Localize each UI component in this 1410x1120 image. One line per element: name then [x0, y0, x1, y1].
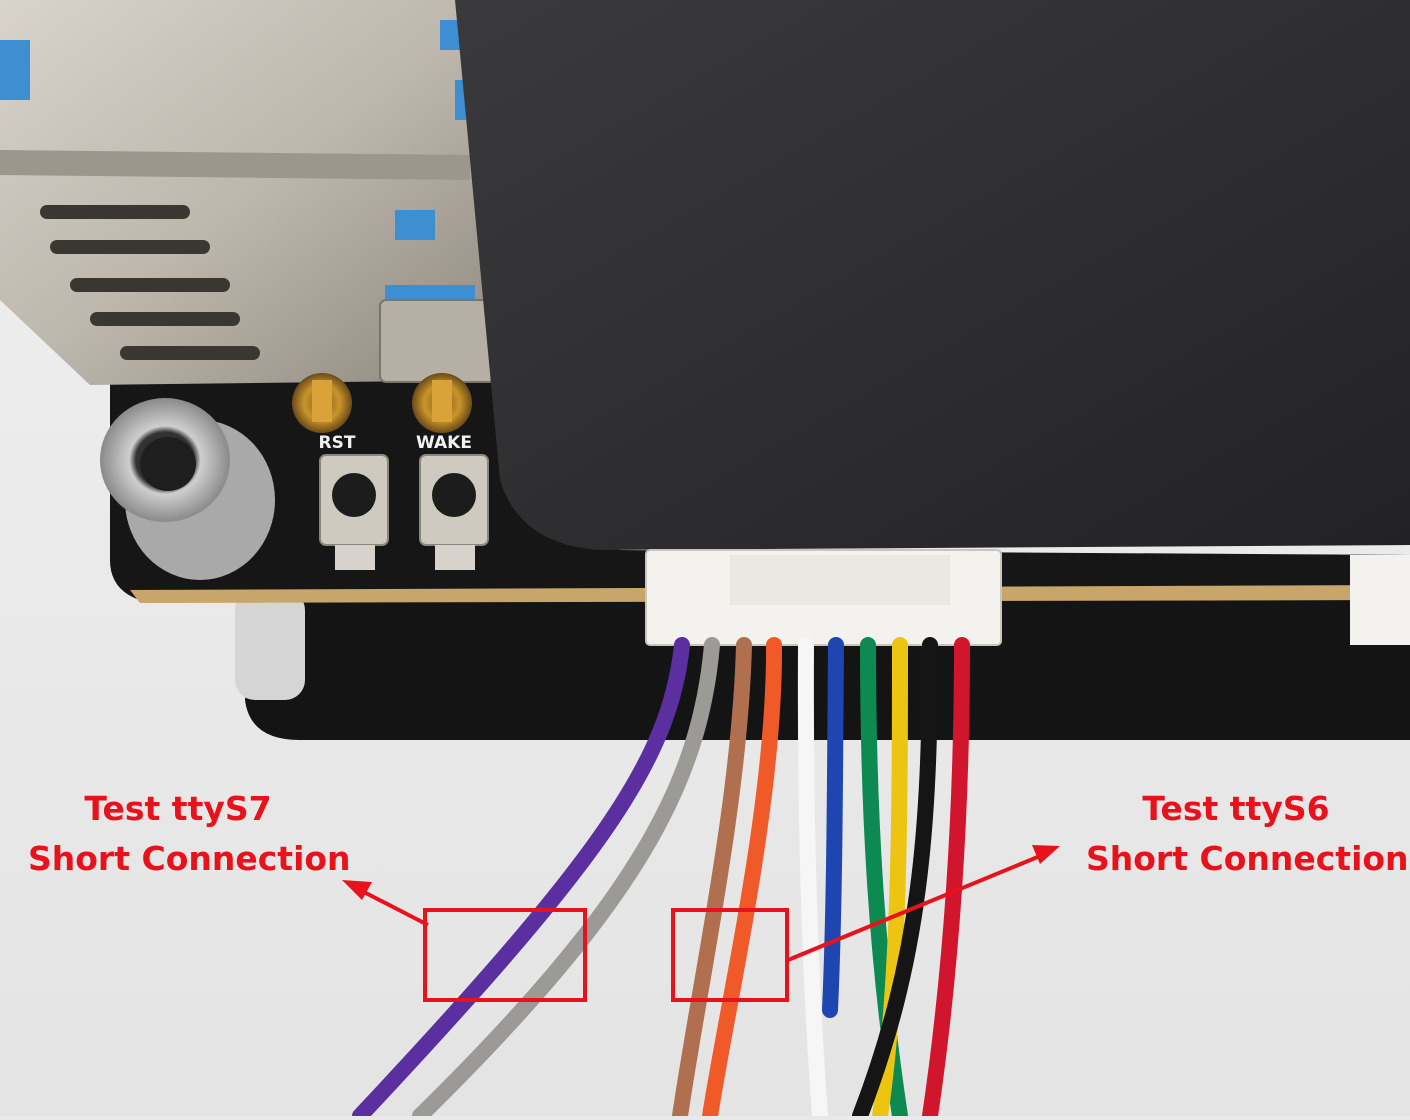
base-plate	[245, 590, 1410, 740]
ttys6-annotation: Test ttyS6 Short Connection	[1086, 784, 1409, 884]
heatsink	[455, 0, 1410, 550]
wire-grey	[412, 637, 720, 1120]
wire-brown	[672, 637, 752, 1120]
wire-purple	[352, 637, 690, 1120]
housing-ridge	[0, 150, 470, 180]
ttys6-arrow	[787, 845, 1060, 962]
wire-black	[852, 637, 938, 1120]
wire-red	[922, 637, 970, 1120]
wire-bundle	[352, 637, 970, 1120]
rst-button[interactable]	[319, 454, 389, 570]
ttys6-highlight-box	[671, 908, 789, 1002]
ttys6-subtitle: Short Connection	[1086, 839, 1409, 878]
gold-pads	[292, 373, 472, 433]
ttys7-annotation: Test ttyS7 Short Connection	[28, 784, 351, 884]
wire-blue	[822, 637, 844, 1018]
wire-connector	[645, 549, 1410, 646]
ttys6-title: Test ttyS6	[1142, 789, 1330, 828]
ttys7-title: Test ttyS7	[84, 789, 272, 828]
housing-vents	[40, 205, 260, 360]
wake-label: WAKE	[416, 433, 472, 453]
usb-bracket	[379, 299, 496, 383]
ttys7-highlight-box	[423, 908, 587, 1002]
wire-orange	[702, 637, 783, 1120]
audio-jack	[100, 398, 275, 580]
wake-button[interactable]	[419, 454, 489, 570]
ttys7-arrow	[342, 880, 429, 927]
wire-white	[797, 637, 828, 1120]
standoff-post	[235, 590, 305, 700]
ttys7-subtitle: Short Connection	[28, 839, 351, 878]
rst-label: RST	[319, 433, 356, 453]
